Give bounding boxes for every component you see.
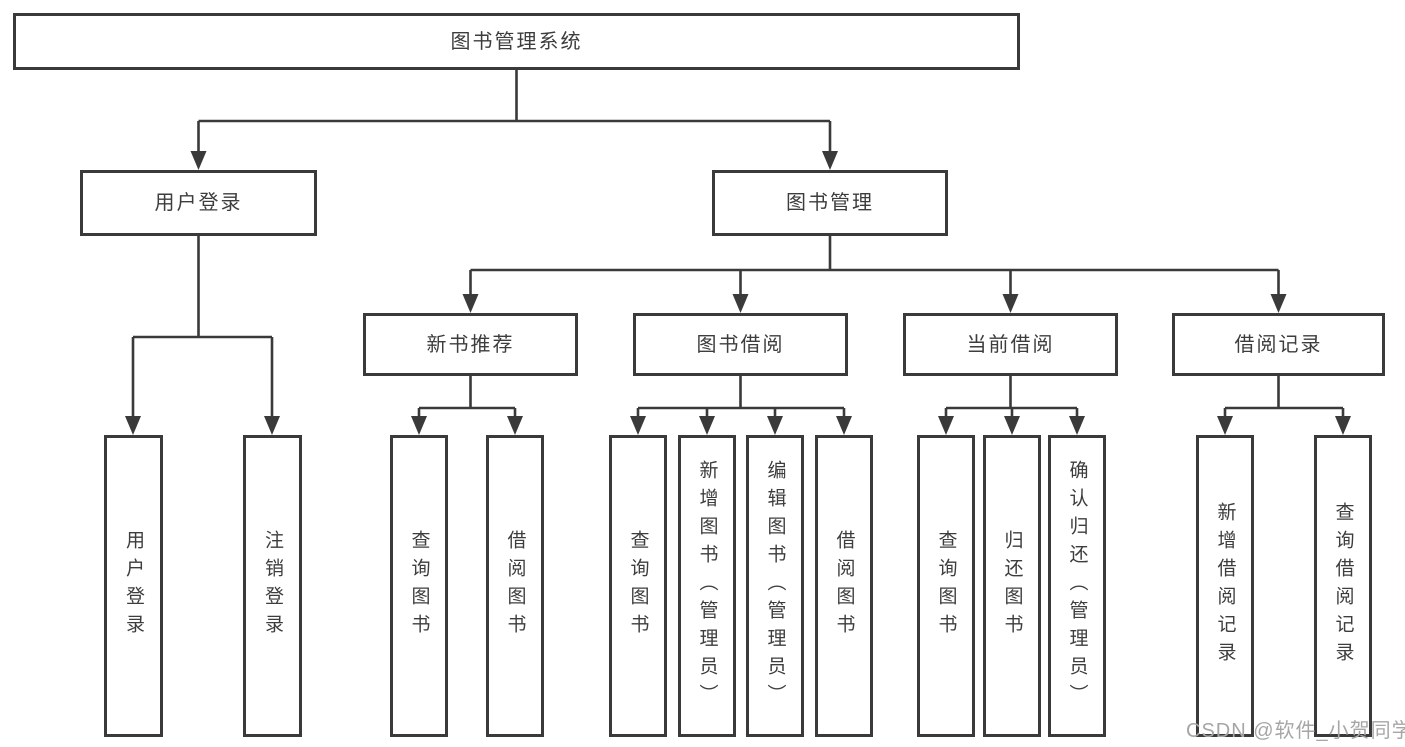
connector-borrowing-records	[1217, 376, 1351, 435]
leaf-confirm-return-admin: 确认归还（管理员）	[1048, 435, 1106, 737]
leaf-borrow-books-1-label: 借阅图书	[504, 530, 526, 642]
leaf-search-books-2: 查询图书	[609, 435, 667, 737]
connector-new-book-recommendation	[411, 376, 523, 435]
leaf-add-borrow-record: 新增借阅记录	[1196, 435, 1254, 737]
connector-book-management	[462, 236, 1287, 313]
leaf-search-books-1: 查询图书	[390, 435, 448, 737]
leaf-add-books-admin: 新增图书（管理员）	[678, 435, 736, 737]
leaf-search-books-3-label: 查询图书	[935, 530, 957, 642]
leaf-logout-label: 注销登录	[262, 530, 283, 642]
leaf-search-books-2-label: 查询图书	[627, 530, 649, 642]
node-book-borrowing: 图书借阅	[633, 313, 848, 376]
arrow-down-icon	[630, 416, 646, 435]
node-current-borrowing: 当前借阅	[903, 313, 1118, 376]
node-new-book-recommendation: 新书推荐	[363, 313, 578, 376]
arrow-down-icon	[411, 416, 427, 435]
leaf-search-books-1-label: 查询图书	[408, 530, 430, 642]
arrow-down-icon	[190, 151, 207, 170]
watermark-text: CSDN @软件_小贺同学	[1186, 720, 1405, 742]
arrow-down-icon	[836, 416, 852, 435]
arrow-down-icon	[1217, 416, 1233, 435]
node-new-book-recommendation-label: 新书推荐	[426, 333, 515, 356]
node-borrowing-records: 借阅记录	[1172, 313, 1385, 376]
leaf-search-borrow-record-label: 查询借阅记录	[1332, 502, 1354, 670]
leaf-search-books-3: 查询图书	[917, 435, 975, 737]
leaf-return-books-label: 归还图书	[1001, 530, 1023, 642]
connector-book-borrowing	[630, 376, 852, 435]
leaf-logout: 注销登录	[243, 435, 302, 737]
leaf-confirm-return-admin-label: 确认归还（管理员）	[1066, 460, 1088, 712]
node-borrowing-records-label: 借阅记录	[1234, 333, 1323, 356]
node-book-management-label: 图书管理	[786, 192, 874, 214]
arrow-down-icon	[507, 416, 523, 435]
leaf-borrow-books-1: 借阅图书	[486, 435, 544, 737]
arrow-down-icon	[462, 294, 479, 313]
arrow-down-icon	[264, 416, 280, 435]
leaf-edit-books-admin-label: 编辑图书（管理员）	[764, 460, 786, 712]
node-current-borrowing-label: 当前借阅	[966, 333, 1055, 356]
leaf-search-borrow-record: 查询借阅记录	[1314, 435, 1372, 737]
leaf-edit-books-admin: 编辑图书（管理员）	[746, 435, 804, 737]
arrow-down-icon	[125, 416, 141, 435]
arrow-down-icon	[822, 151, 838, 170]
arrow-down-icon	[1069, 416, 1085, 435]
node-book-management: 图书管理	[712, 170, 948, 236]
leaf-user-login-label: 用户登录	[123, 530, 144, 642]
node-library-management-system: 图书管理系统	[13, 13, 1020, 70]
connector-current-borrowing	[938, 376, 1085, 435]
arrow-down-icon	[1002, 294, 1019, 313]
node-user-login-label: 用户登录	[154, 192, 243, 214]
arrow-down-icon	[938, 416, 954, 435]
node-library-management-system-label: 图书管理系统	[450, 30, 583, 53]
arrow-down-icon	[1270, 294, 1287, 313]
leaf-add-borrow-record-label: 新增借阅记录	[1214, 502, 1236, 670]
arrow-down-icon	[767, 416, 783, 435]
arrow-down-icon	[732, 294, 749, 313]
connector-root	[190, 70, 838, 170]
leaf-borrow-books-2: 借阅图书	[815, 435, 873, 737]
node-book-borrowing-label: 图书借阅	[696, 333, 785, 356]
leaf-borrow-books-2-label: 借阅图书	[833, 530, 855, 642]
node-user-login: 用户登录	[80, 170, 317, 236]
leaf-return-books: 归还图书	[983, 435, 1041, 737]
arrow-down-icon	[699, 416, 715, 435]
arrow-down-icon	[1004, 416, 1020, 435]
leaf-add-books-admin-label: 新增图书（管理员）	[696, 460, 718, 712]
connector-user-login	[125, 236, 280, 435]
leaf-user-login: 用户登录	[104, 435, 163, 737]
arrow-down-icon	[1335, 416, 1351, 435]
